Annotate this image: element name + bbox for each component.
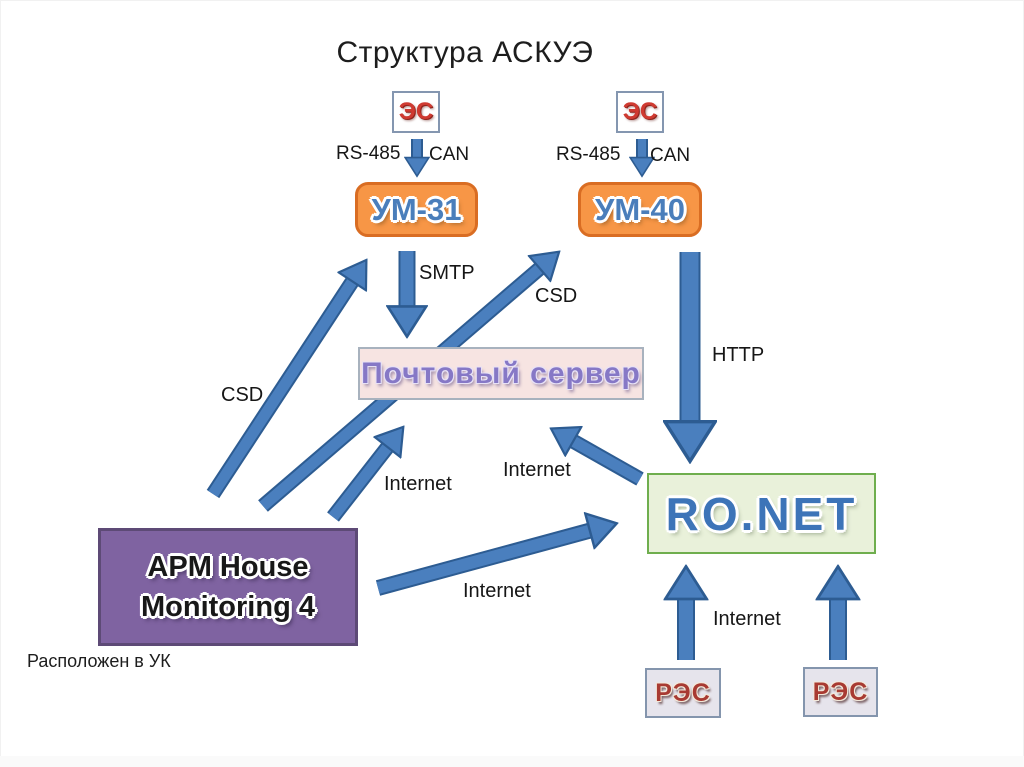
node-res-left: РЭС [645,668,721,718]
arrow-apm-to-ronet-internet [376,530,593,594]
node-um31: УМ-31 [355,182,478,237]
node-es-right: ЭС [616,91,664,133]
edge-label-can-left: CAN [429,144,470,165]
edge-label-internet-ronet-mail: Internet [503,459,571,481]
node-apm-label-line2: Monitoring 4 [141,591,315,623]
node-es-right-label: ЭС [622,98,658,125]
node-ronet: RO.NET [647,473,876,554]
node-um40: УМ-40 [578,182,702,237]
edge-label-can-right: CAN [650,145,691,166]
edge-label-csd-lower: CSD [221,384,264,406]
slide-title: Структура АСКУЭ [336,36,594,69]
arrow-apm-to-mail-internet [328,445,389,521]
node-mail-server-label: Почтовый сервер [361,356,641,390]
edge-label-csd-upper: CSD [535,285,578,307]
node-res-right-label: РЭС [812,677,869,706]
edge-label-internet-apm-ronet: Internet [463,580,531,602]
node-res-left-label: РЭС [655,678,711,707]
node-mail-server: Почтовый сервер [358,347,644,400]
node-um40-label: УМ-40 [595,191,685,227]
arrow-apm-to-um31-csd [208,279,354,498]
edge-label-rs485-left: RS-485 [336,143,401,164]
slide-bottom-strip [0,756,1024,767]
apm-location-caption: Расположен в УК [27,651,171,671]
edge-label-http: HTTP [712,344,765,366]
arrow-ronet-to-mail-internet [571,440,643,484]
node-apm-house-monitoring: APM House Monitoring 4 [98,528,358,646]
edge-label-rs485-right: RS-485 [556,144,621,165]
edge-label-internet-apm-mail: Internet [384,473,452,495]
node-es-left: ЭС [392,91,440,133]
edge-label-internet-res: Internet [713,608,781,630]
node-apm-label-line1: APM House [147,551,309,583]
node-um31-label: УМ-31 [371,191,462,227]
node-ronet-label: RO.NET [665,487,858,540]
edge-label-smtp: SMTP [419,262,475,284]
node-res-right: РЭС [803,667,878,717]
node-es-left-label: ЭС [398,98,434,125]
